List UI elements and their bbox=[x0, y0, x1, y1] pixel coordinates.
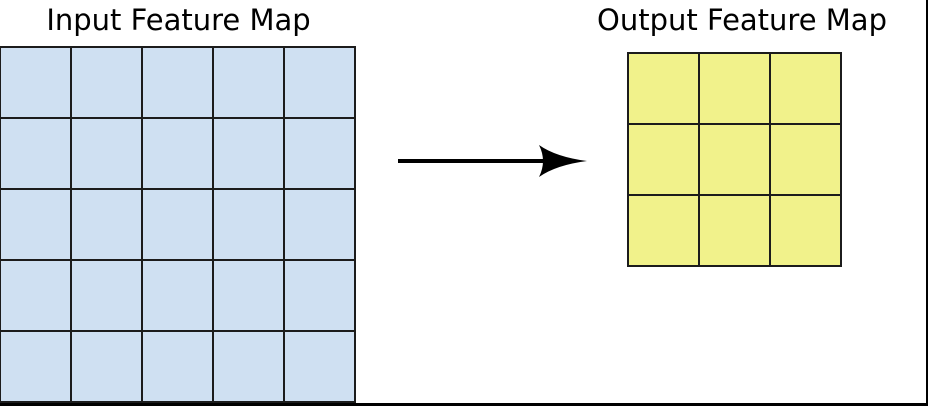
input-map-cell bbox=[214, 190, 283, 259]
output-map-cell bbox=[771, 196, 840, 265]
input-map-cell bbox=[72, 119, 141, 188]
input-map-cell bbox=[143, 119, 212, 188]
output-feature-map-grid bbox=[627, 52, 842, 267]
input-map-cell bbox=[72, 48, 141, 117]
output-map-cell bbox=[700, 196, 769, 265]
input-map-cell bbox=[1, 332, 70, 401]
input-map-cell bbox=[72, 261, 141, 330]
output-map-title: Output Feature Map bbox=[597, 3, 887, 37]
output-map-cell bbox=[700, 125, 769, 194]
input-map-cell bbox=[285, 261, 354, 330]
input-map-cell bbox=[285, 119, 354, 188]
input-map-cell bbox=[285, 332, 354, 401]
figure-border-bottom bbox=[0, 403, 928, 406]
input-map-cell bbox=[1, 261, 70, 330]
input-map-cell bbox=[72, 332, 141, 401]
output-map-cell bbox=[629, 125, 698, 194]
output-map-cell bbox=[629, 196, 698, 265]
input-map-cell bbox=[143, 48, 212, 117]
input-map-cell bbox=[72, 190, 141, 259]
input-map-cell bbox=[285, 48, 354, 117]
input-map-cell bbox=[214, 48, 283, 117]
input-map-cell bbox=[1, 48, 70, 117]
input-map-cell bbox=[214, 119, 283, 188]
input-map-cell bbox=[214, 261, 283, 330]
input-map-cell bbox=[143, 190, 212, 259]
output-map-cell bbox=[700, 54, 769, 123]
input-map-cell bbox=[1, 119, 70, 188]
output-map-cell bbox=[771, 125, 840, 194]
right-arrow-icon bbox=[398, 145, 587, 177]
input-map-cell bbox=[1, 190, 70, 259]
input-map-cell bbox=[285, 190, 354, 259]
output-map-cell bbox=[771, 54, 840, 123]
input-map-cell bbox=[143, 332, 212, 401]
input-map-cell bbox=[214, 332, 283, 401]
input-map-cell bbox=[143, 261, 212, 330]
input-map-title: Input Feature Map bbox=[46, 3, 311, 37]
input-feature-map-grid bbox=[0, 46, 356, 403]
output-map-cell bbox=[629, 54, 698, 123]
figure-border-right bbox=[926, 0, 928, 406]
